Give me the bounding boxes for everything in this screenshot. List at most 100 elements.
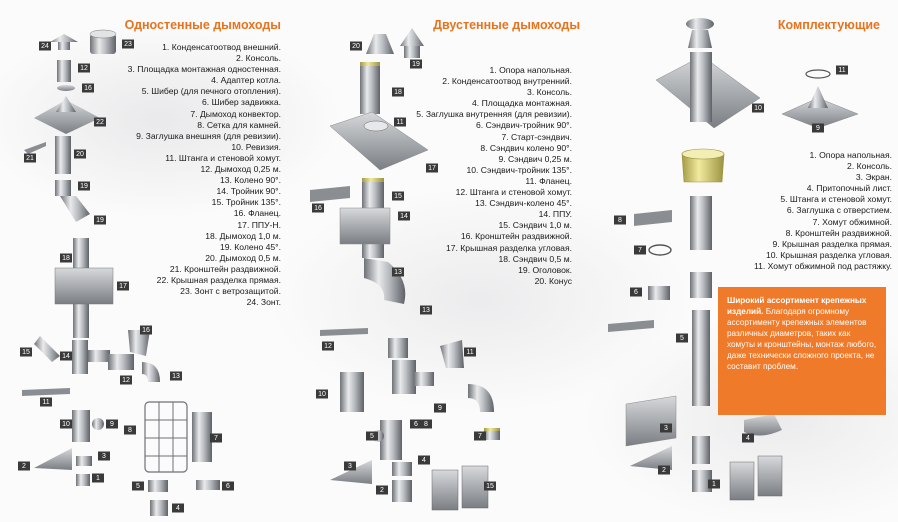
tag-number: 14	[400, 213, 408, 220]
list-item: 2. Консоль.	[236, 53, 281, 64]
list-item: 5. Штанга и стеновой хомут.	[780, 194, 892, 205]
list-item: 3. Экран.	[855, 172, 892, 183]
number-tag-icon: 14	[398, 211, 410, 221]
list-item: 4. Площадка монтажная.	[472, 98, 572, 109]
number-tag-icon: 16	[82, 83, 94, 93]
list-item: 5. Заглушка внутренняя (для ревизии).	[416, 109, 572, 120]
tag-number: 2	[662, 467, 666, 474]
number-tag-icon: 17	[117, 281, 129, 291]
tag-number: 21	[26, 155, 34, 162]
tag-number: 5	[136, 483, 140, 490]
callout-body: Благодаря огромному ассортименту крепежн…	[727, 307, 877, 371]
tag-number: 22	[96, 119, 104, 126]
number-tag-icon: 15	[392, 191, 404, 201]
tag-number: 19	[96, 217, 104, 224]
number-tag-icon: 12	[78, 63, 90, 73]
number-tag-icon: 12	[120, 375, 132, 385]
tag-number: 10	[754, 105, 762, 112]
tag-number: 13	[172, 373, 180, 380]
list-item: 17. ППУ-Н.	[237, 219, 281, 230]
tag-number: 7	[214, 435, 218, 442]
list-item: 19. Колено 45°.	[219, 241, 281, 252]
tag-number: 3	[102, 453, 106, 460]
number-tag-icon: 7	[474, 431, 486, 441]
tag-number: 3	[348, 463, 352, 470]
number-tag-icon: 13	[170, 371, 182, 381]
number-tag-icon: 11	[836, 65, 848, 75]
tag-number: 15	[394, 193, 402, 200]
tag-number: 17	[119, 283, 127, 290]
number-tag-icon: 18	[60, 253, 72, 263]
tag-number: 8	[424, 421, 428, 428]
number-tag-icon: 8	[420, 419, 432, 429]
number-tag-icon: 20	[350, 41, 362, 51]
list-item: 3. Консоль.	[527, 87, 572, 98]
tag-number: 18	[394, 89, 402, 96]
list-item: 9. Заглушка внешняя (для ревизии).	[136, 130, 281, 141]
number-tag-icon: 15	[484, 481, 496, 491]
tag-number: 4	[746, 435, 750, 442]
tag-number: 11	[396, 119, 403, 126]
tag-number: 8	[128, 427, 132, 434]
parts-list: 1. Конденсатоотвод внешний.2. Консоль.3.…	[91, 42, 281, 308]
tag-number: 20	[76, 151, 84, 158]
number-tag-icon: 4	[418, 455, 430, 465]
number-tag-icon: 4	[742, 433, 754, 443]
list-item: 18. Дымоход 1,0 м.	[205, 230, 281, 241]
tag-number: 13	[394, 269, 402, 276]
list-item: 6. Заглушка с отверстием.	[786, 205, 892, 216]
number-tag-icon: 5	[366, 431, 378, 441]
list-item: 18. Сэндвич 0,5 м.	[498, 253, 572, 264]
number-tag-icon: 7	[634, 245, 646, 255]
list-item: 15. Сэндвич 1,0 м.	[498, 220, 572, 231]
list-item: 11. Фланец.	[525, 175, 572, 186]
number-tag-icon: 6	[410, 419, 422, 429]
list-item: 17. Крышная разделка угловая.	[445, 242, 572, 253]
tag-number: 9	[438, 405, 442, 412]
list-item: 11. Хомут обжимной под растяжку.	[753, 260, 892, 271]
tag-number: 24	[41, 43, 49, 50]
number-tag-icon: 17	[426, 163, 438, 173]
tag-number: 15	[22, 349, 30, 356]
tag-number: 9	[110, 421, 114, 428]
tag-number: 14	[62, 353, 70, 360]
list-item: 9. Крышная разделка прямая.	[772, 238, 892, 249]
number-tag-icon: 11	[394, 117, 406, 127]
tag-number: 1	[712, 481, 716, 488]
list-item: 24. Зонт.	[246, 297, 281, 308]
list-item: 15. Тройник 135°.	[211, 197, 281, 208]
list-item: 7. Хомут обжимной.	[812, 216, 892, 227]
number-tag-icon: 8	[124, 425, 136, 435]
number-tag-icon: 18	[392, 87, 404, 97]
number-tag-icon: 9	[106, 419, 118, 429]
number-tag-icon: 13	[392, 267, 404, 277]
list-item: 11. Штанга и стеновой хомут.	[165, 152, 281, 163]
list-item: 1. Опора напольная.	[489, 65, 572, 75]
tag-number: 11	[838, 67, 845, 74]
tag-number: 15	[486, 483, 494, 490]
number-tag-icon: 6	[222, 481, 234, 491]
tag-number: 9	[816, 125, 820, 132]
tag-number: 5	[680, 335, 684, 342]
number-tag-icon: 3	[344, 461, 356, 471]
list-item: 20. Дымоход 0,5 м.	[205, 252, 281, 263]
number-tag-icon: 2	[658, 465, 670, 475]
number-tag-icon: 19	[410, 59, 422, 69]
list-item: 13. Сэндвич-колено 45°.	[475, 198, 572, 209]
tag-number: 7	[478, 433, 482, 440]
single-wall-parts	[22, 29, 220, 516]
number-tag-icon: 1	[708, 479, 720, 489]
list-item: 20. Конус	[534, 275, 572, 286]
list-item: 23. Зонт с ветрозащитой.	[180, 286, 281, 297]
list-item: 22. Крышная разделка прямая.	[156, 274, 281, 285]
tag-number: 10	[318, 391, 326, 398]
number-tag-icon: 11	[464, 347, 476, 357]
list-item: 13. Колено 90°.	[219, 175, 281, 186]
number-tag-icon: 10	[316, 389, 328, 399]
tag-number: 7	[638, 247, 642, 254]
